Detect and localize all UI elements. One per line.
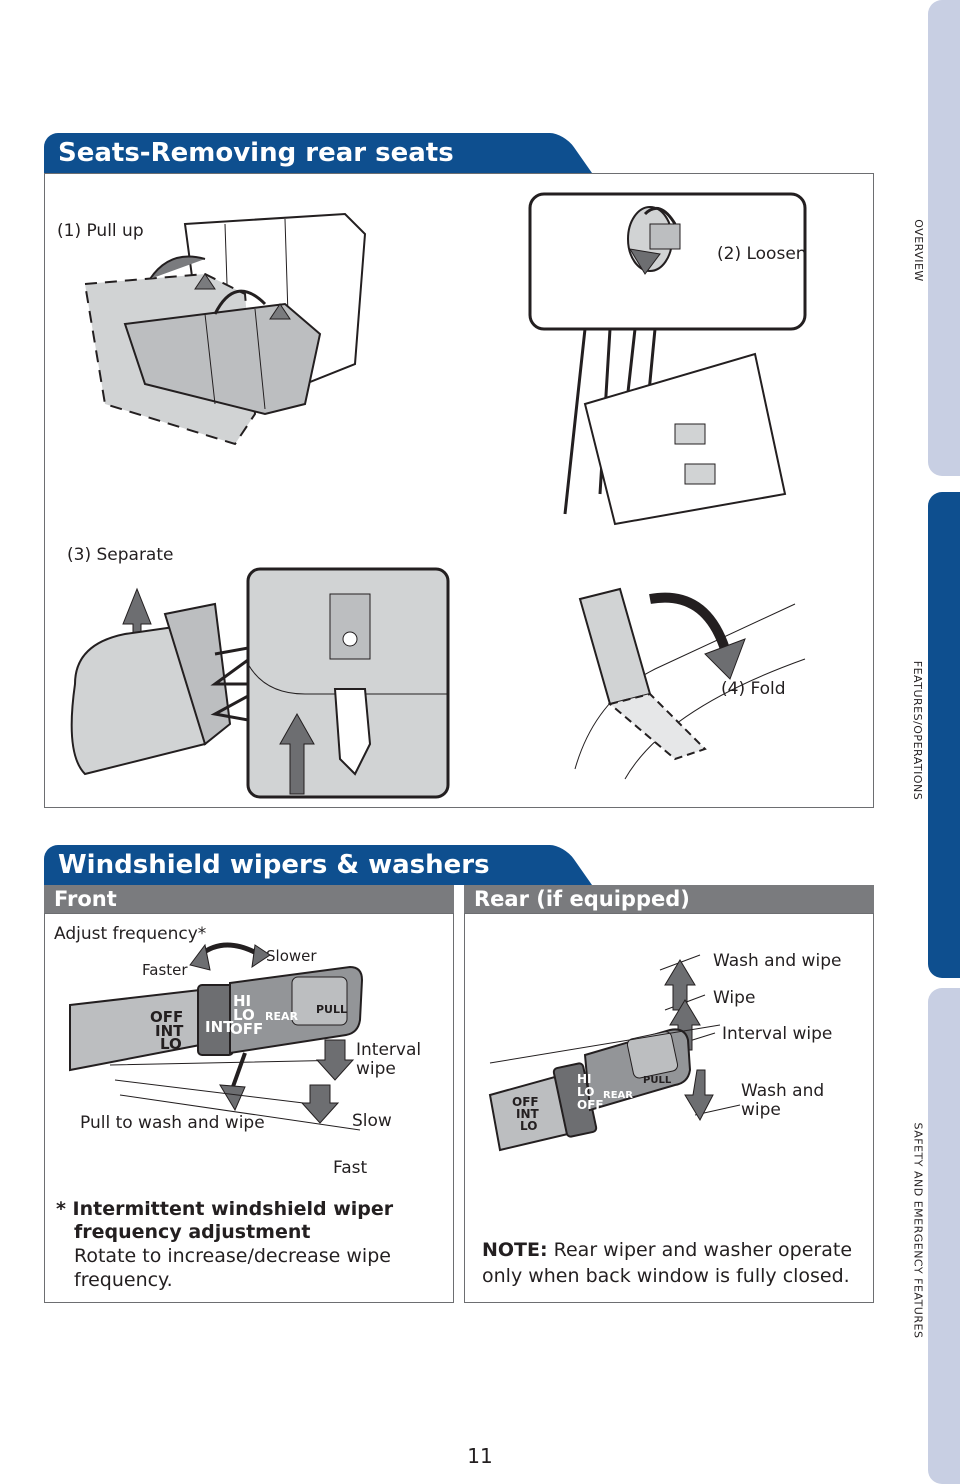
stalk-off-text-2: OFF [230,1020,264,1038]
rear-note-line2: only when back window is fully closed. [482,1265,850,1287]
wipers-section-title: Windshield wipers & washers [44,845,558,885]
footnote-body-line1: Rotate to increase/decrease wipe [74,1245,391,1267]
side-tab-safety[interactable] [928,988,960,1484]
loosen-zoom-callout [528,192,807,526]
rear-stalk-pull-text: PULL [643,1075,672,1086]
step-loosen-label: (2) Loosen [717,244,807,264]
step-pull-up-label: (1) Pull up [57,221,144,241]
rear-stalk-rear-text: REAR [603,1090,633,1101]
front-heading: Front [44,885,454,913]
rear-wash-wipe-bottom-line2: wipe [741,1100,781,1120]
rear-wash-wipe-top-label: Wash and wipe [713,951,842,971]
stalk-off-text: OFF [150,1008,184,1026]
side-tab-overview[interactable] [928,0,960,476]
interval-wipe-label-line2: wipe [356,1059,396,1079]
footnote-title-line2: frequency adjustment [74,1221,311,1243]
rear-heading: Rear (if equipped) [464,885,874,913]
fast-label: Fast [333,1158,368,1178]
stalk-pull-text: PULL [316,1003,348,1016]
rear-wipe-label: Wipe [713,988,756,1008]
page-number: 11 [467,1444,493,1468]
fold-latch-illustration [574,587,806,780]
rear-wiper-stalk [488,954,741,1152]
rear-interval-label: Interval wipe [722,1024,833,1044]
seats-illustration-panel: (1) Pull up (2) Loosen (3) Separate (4) [44,173,874,808]
side-tab-features[interactable] [928,492,960,978]
rear-note-text-1: Rear wiper and washer operate [553,1239,853,1261]
pull-to-wash-label: Pull to wash and wipe [80,1113,265,1133]
rear-stalk-lo-text-2: LO [577,1085,595,1099]
step-separate-label: (3) Separate [67,545,174,565]
stalk-lo-text: LO [160,1035,182,1053]
stalk-rear-text: REAR [265,1010,298,1023]
footnote-title-line1: * Intermittent windshield wiper [56,1198,394,1220]
rear-wash-wipe-bottom-line1: Wash and [741,1081,825,1101]
front-wiper-stalk [69,942,364,1131]
rear-stalk-lo-text: LO [520,1119,538,1133]
rear-note-line1: NOTE: Rear wiper and washer operate [482,1237,852,1263]
slow-label: Slow [352,1111,392,1131]
stalk-int-ring-text: INT [205,1018,234,1036]
rear-stalk-hi-text: HI [577,1072,592,1086]
rear-stalk-off-text-2: OFF [577,1098,604,1112]
adjust-frequency-label: Adjust frequency* [54,924,207,944]
rear-note-label: NOTE: [482,1239,548,1261]
separate-seat-illustration [70,567,450,799]
faster-label: Faster [142,961,188,979]
step-fold-label: (4) Fold [721,679,786,699]
side-label-overview: OVERVIEW [911,218,925,282]
slower-label: Slower [266,947,317,965]
interval-wipe-label-line1: Interval [356,1040,422,1060]
rear-stalk-off-text: OFF [512,1095,539,1109]
stalk-int-text: INT [155,1022,184,1040]
front-wiper-panel [44,913,454,1303]
side-label-safety: SAFETY AND EMERGENCY FEATURES [911,1122,925,1338]
stalk-lo-text-2: LO [233,1006,255,1024]
footnote-body-line2: frequency. [74,1269,173,1291]
stalk-hi-text: HI [233,992,252,1010]
side-label-features: FEATURES/OPERATIONS [911,660,925,800]
seats-section-title: Seats-Removing rear seats [44,133,558,173]
rear-seat-illustration [83,212,367,446]
rear-stalk-int-text: INT [516,1107,539,1121]
